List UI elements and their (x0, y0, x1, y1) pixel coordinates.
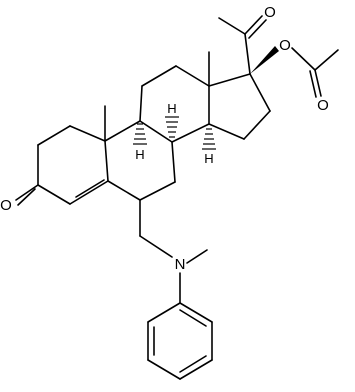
h8-label: H (167, 101, 176, 116)
hash-bond-h9 (133, 123, 147, 145)
acetate-oxygen-label: O (317, 97, 329, 114)
h14-label: H (204, 151, 213, 166)
hash-bond-h8 (165, 116, 179, 138)
amine-nitrogen-label: N (175, 256, 186, 273)
ketone-oxygen-label: O (0, 197, 12, 214)
ring-d (208, 73, 271, 140)
ketone (15, 184, 39, 206)
ring-c (139, 65, 210, 143)
angular-methyls (104, 51, 210, 142)
c17-oxygen-wedge (250, 46, 279, 74)
acetate-ester (291, 47, 339, 98)
acetyl-group (218, 15, 267, 75)
ring-a (37, 125, 109, 205)
hash-bond-h14 (202, 128, 216, 150)
ester-oxygen-label: O (279, 37, 291, 54)
h9-label: H (135, 147, 144, 162)
acetyl-oxygen-label: O (264, 4, 276, 21)
aminomethyl-chain (139, 199, 208, 304)
ring-b (104, 120, 176, 201)
phenyl-ring (147, 302, 213, 380)
